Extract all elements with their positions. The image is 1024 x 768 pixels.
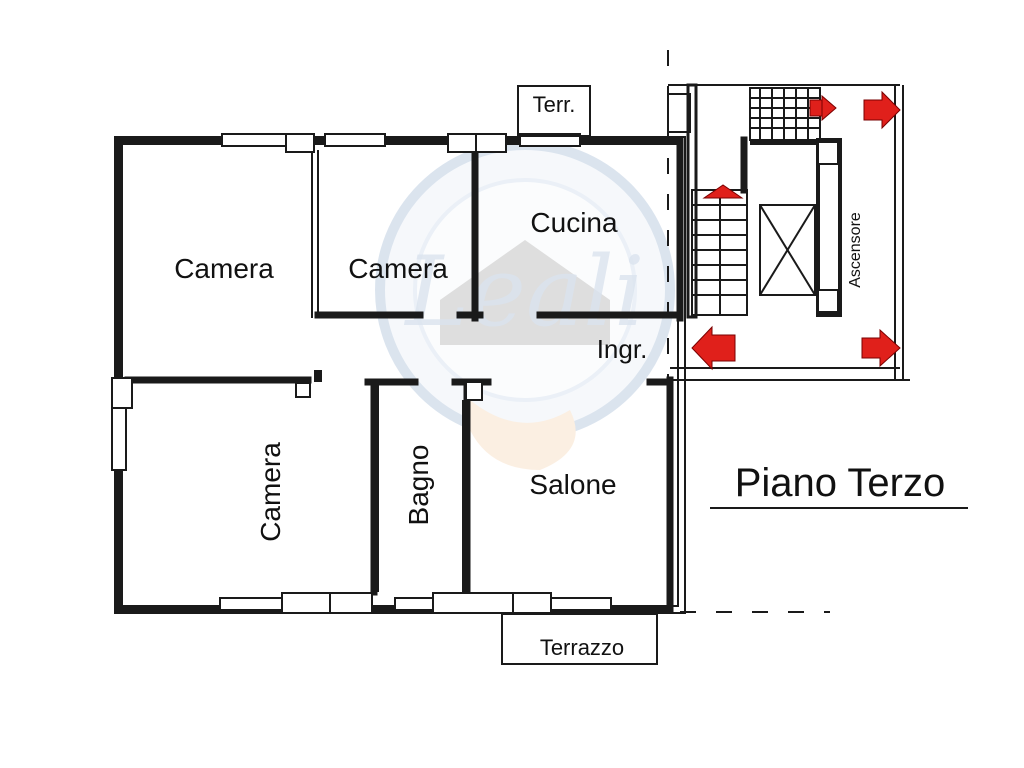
room-label-terr: Terr. — [533, 92, 576, 117]
room-label-camera-3: Camera — [255, 442, 286, 542]
floor-title: Piano Terzo — [735, 461, 946, 505]
room-label-terrazzo: Terrazzo — [540, 635, 624, 660]
windows-bottom — [219, 592, 612, 614]
red-arrow-icon — [691, 90, 901, 371]
room-label-bagno: Bagno — [403, 445, 434, 526]
room-label-camera-2: Camera — [348, 253, 448, 284]
elevator-cross-icon — [759, 204, 816, 296]
stairs-lower-icon — [691, 136, 748, 316]
room-label-ascensore: Ascensore — [847, 212, 864, 288]
apartment-walls — [114, 136, 686, 614]
watermark-logo: Leali — [375, 140, 675, 470]
room-label-camera-1: Camera — [174, 253, 274, 284]
stairwell — [667, 50, 910, 381]
terrace-top — [517, 85, 591, 137]
windows-left — [111, 377, 133, 471]
windows-top — [221, 133, 581, 153]
svg-text:Leali: Leali — [403, 236, 644, 348]
terrace-bottom — [501, 613, 658, 665]
room-label-ingresso: Ingr. — [597, 334, 648, 364]
room-label-salone: Salone — [529, 469, 616, 500]
room-label-cucina: Cucina — [530, 207, 618, 238]
